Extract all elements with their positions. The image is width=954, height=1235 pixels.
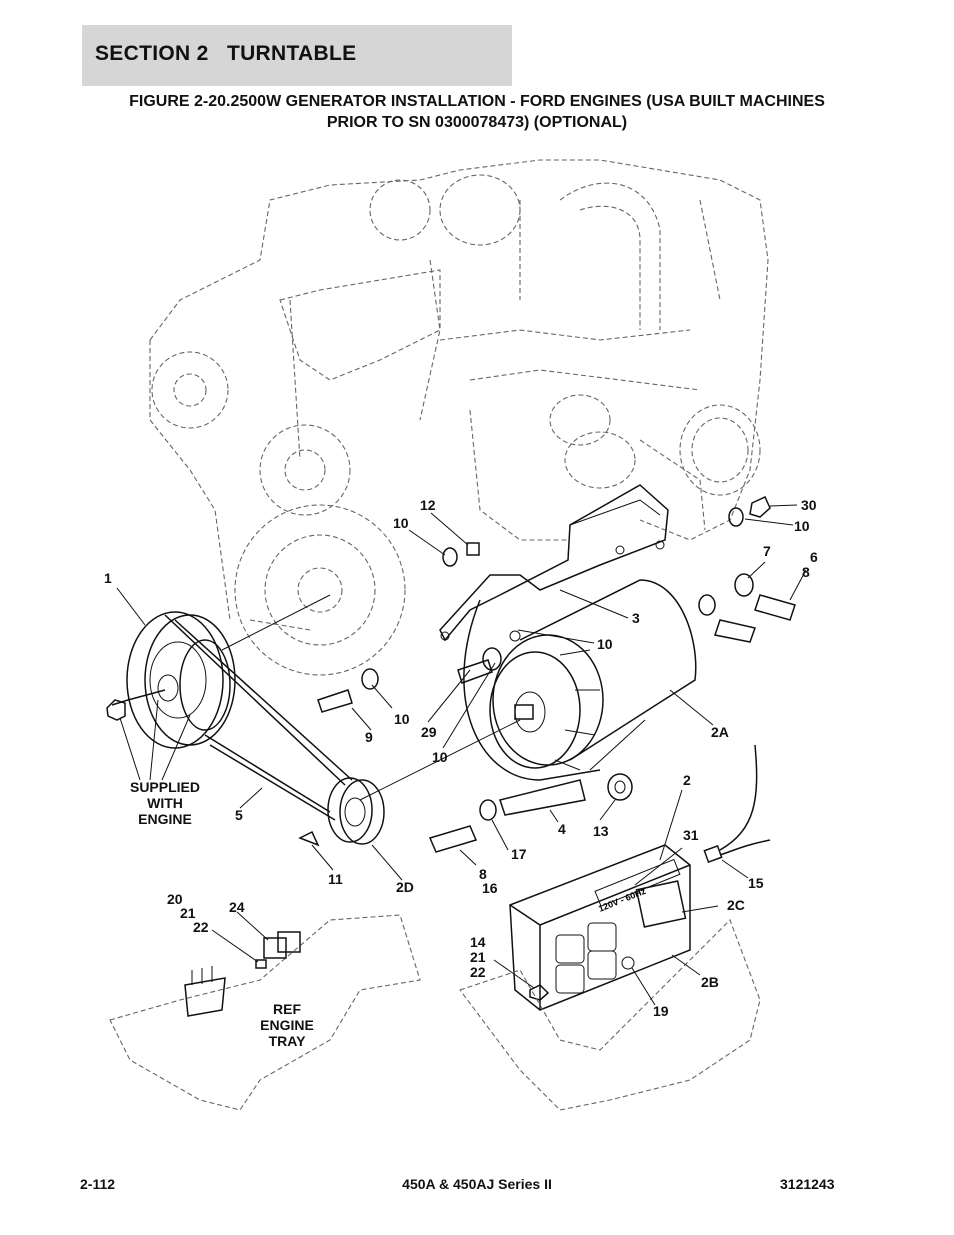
callout-10: 10 bbox=[394, 711, 410, 727]
callout-2A: 2A bbox=[711, 724, 729, 740]
callout-19: 19 bbox=[653, 1003, 669, 1019]
callout-16: 16 bbox=[482, 880, 498, 896]
callout-29: 29 bbox=[421, 724, 437, 740]
engine-tray-relay bbox=[109, 914, 761, 1111]
mounting-bracket bbox=[439, 484, 669, 642]
bracket-hardware bbox=[317, 496, 796, 853]
control-box: 120V - 60Hz bbox=[509, 844, 691, 1011]
note-with: WITH bbox=[147, 795, 183, 811]
power-cable bbox=[703, 744, 771, 863]
figure-title-line-1: FIGURE 2-20.2500W GENERATOR INSTALLATION… bbox=[129, 93, 825, 110]
figure-title: FIGURE 2-20.2500W GENERATOR INSTALLATION… bbox=[60, 91, 894, 133]
callout-2D: 2D bbox=[396, 879, 414, 895]
alignment-line bbox=[221, 594, 331, 651]
callout-4: 4 bbox=[558, 821, 566, 837]
callout-10: 10 bbox=[794, 518, 810, 534]
note-supplied-with-engine: SUPPLIED WITH ENGINE bbox=[130, 779, 200, 827]
callout-14: 14 bbox=[470, 934, 486, 950]
callout-24: 24 bbox=[229, 899, 245, 915]
callout-3: 3 bbox=[632, 610, 640, 626]
callout-21: 21 bbox=[180, 905, 196, 921]
callout-31: 31 bbox=[683, 827, 699, 843]
note-ref: REF bbox=[273, 1001, 301, 1017]
section-header: SECTION 2 TURNTABLE bbox=[82, 25, 512, 86]
callout-10: 10 bbox=[393, 515, 409, 531]
callout-2C: 2C bbox=[727, 897, 745, 913]
generator-pulley bbox=[298, 777, 385, 847]
engine-reference-outline bbox=[149, 159, 769, 676]
callout-11: 11 bbox=[328, 871, 343, 887]
note-tray: TRAY bbox=[269, 1033, 306, 1049]
figure-title-line-2: PRIOR TO SN 0300078473) (OPTIONAL) bbox=[326, 114, 628, 131]
note-supplied: SUPPLIED bbox=[130, 779, 200, 795]
callout-2B: 2B bbox=[701, 974, 719, 990]
callout-17: 17 bbox=[511, 846, 527, 862]
callout-labels: 1 12 10 30 10 7 6 8 3 10 2A 10 9 29 10 5… bbox=[104, 497, 818, 1019]
callout-10: 10 bbox=[597, 636, 613, 652]
callout-12: 12 bbox=[420, 497, 436, 513]
callout-22: 22 bbox=[470, 964, 486, 980]
callout-21: 21 bbox=[470, 949, 486, 965]
callout-8: 8 bbox=[479, 866, 487, 882]
callout-10: 10 bbox=[432, 749, 448, 765]
callout-30: 30 bbox=[801, 497, 817, 513]
callout-13: 13 bbox=[593, 823, 609, 839]
drive-belt bbox=[164, 614, 353, 821]
callout-2: 2 bbox=[683, 772, 691, 788]
callout-8: 8 bbox=[802, 564, 810, 580]
leader-lines bbox=[116, 504, 807, 1006]
page-number: 2-112 bbox=[80, 1176, 116, 1192]
callout-7: 7 bbox=[763, 543, 771, 559]
callout-20: 20 bbox=[167, 891, 183, 907]
callout-1: 1 bbox=[104, 570, 112, 586]
callout-6: 6 bbox=[810, 549, 818, 565]
callout-15: 15 bbox=[748, 875, 764, 891]
note-ref-engine: ENGINE bbox=[260, 1017, 314, 1033]
note-engine: ENGINE bbox=[138, 811, 192, 827]
model-name: 450A & 450AJ Series II bbox=[402, 1176, 552, 1192]
section-title: SECTION 2 TURNTABLE bbox=[95, 42, 357, 65]
generator-body bbox=[463, 579, 697, 816]
callout-5: 5 bbox=[235, 807, 243, 823]
callout-22: 22 bbox=[193, 919, 209, 935]
note-ref-engine-tray: REF ENGINE TRAY bbox=[260, 1001, 314, 1049]
callout-9: 9 bbox=[365, 729, 373, 745]
engine-pulley bbox=[106, 611, 236, 749]
document-number: 3121243 bbox=[780, 1176, 835, 1192]
